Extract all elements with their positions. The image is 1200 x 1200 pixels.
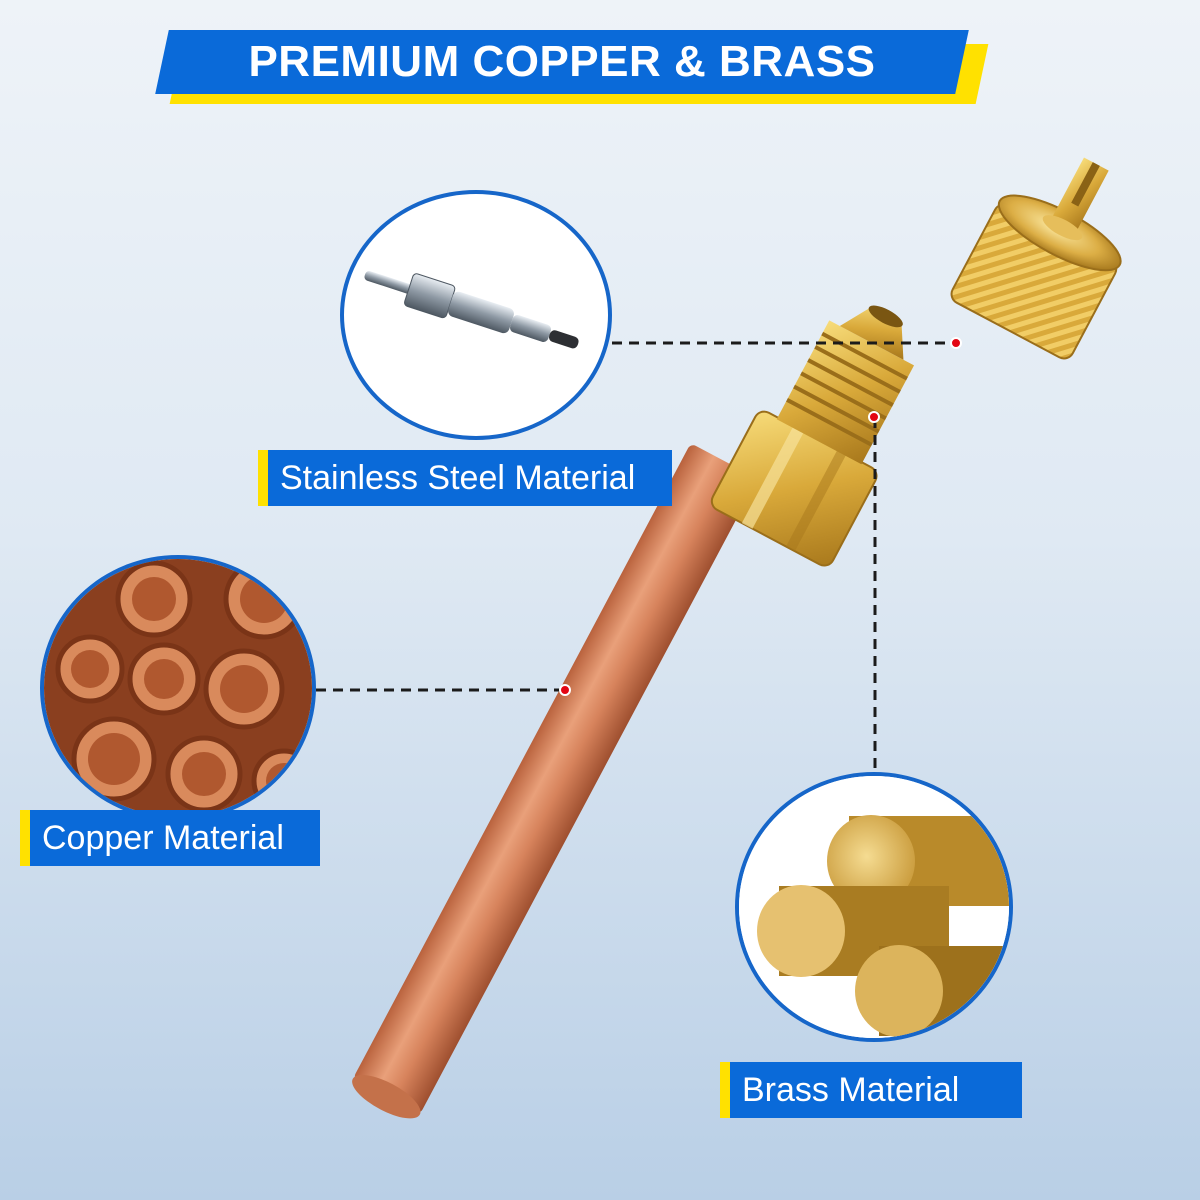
brass-fitting <box>710 305 915 567</box>
brass-rods-icon <box>739 776 1009 1038</box>
label-accent-bar <box>258 450 268 506</box>
label-accent-bar <box>20 810 30 866</box>
label-accent-bar <box>720 1062 730 1118</box>
callout-dot-copper-pipe <box>559 684 571 696</box>
copper-material-circle <box>40 555 316 821</box>
callout-dot-fitting <box>868 411 880 423</box>
callout-dot-valve-core <box>950 337 962 349</box>
copper-material-label-text: Copper Material <box>42 819 284 857</box>
brass-cap <box>950 157 1122 360</box>
dashed-connectors <box>316 341 952 775</box>
stainless-steel-label-text: Stainless Steel Material <box>280 459 636 497</box>
brass-material-label-text: Brass Material <box>742 1071 960 1109</box>
stainless-steel-label: Stainless Steel Material <box>258 450 672 506</box>
banner-title: PREMIUM COPPER & BRASS <box>248 37 876 86</box>
title-banner: PREMIUM COPPER & BRASS <box>155 30 989 104</box>
copper-pipe <box>352 445 756 1119</box>
copper-material-label: Copper Material <box>20 810 320 866</box>
brass-material-label: Brass Material <box>720 1062 1022 1118</box>
valve-core-icon <box>364 271 579 349</box>
stainless-steel-circle <box>340 190 612 440</box>
brass-material-circle <box>735 772 1013 1042</box>
copper-tubes-icon <box>44 559 312 817</box>
